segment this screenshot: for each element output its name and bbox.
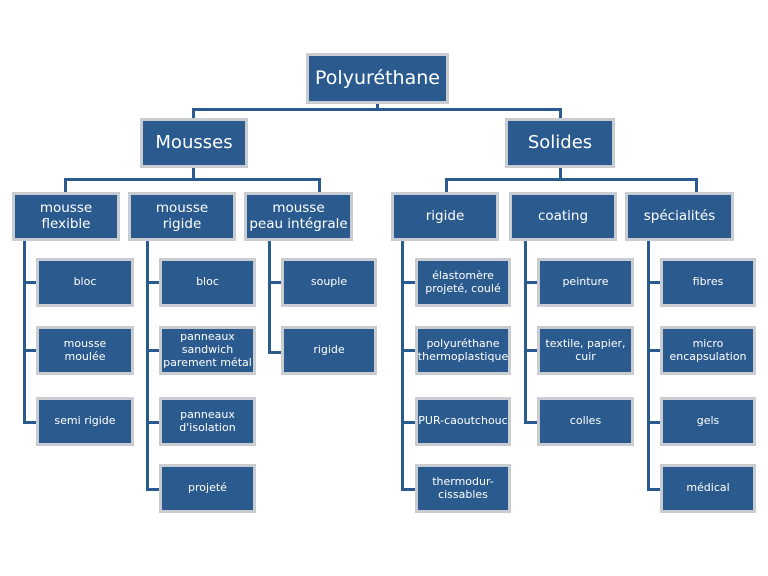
leaf-node: panneaux d'isolation [159, 397, 256, 446]
connector [376, 102, 379, 110]
connector [445, 178, 697, 181]
leaf-node: bloc [159, 258, 256, 307]
leaf-node: thermodur- cissables [415, 464, 511, 513]
connector [647, 238, 650, 490]
connector [559, 166, 562, 180]
leaf-node: mousse moulée [36, 326, 134, 375]
connector [23, 281, 37, 284]
connector [559, 108, 562, 120]
leaf-node: souple [281, 258, 377, 307]
connector [401, 488, 415, 491]
connector [268, 281, 282, 284]
leaf-node: élastomère projeté, coulé [415, 258, 511, 307]
connector [401, 349, 415, 352]
leaf-node: bloc [36, 258, 134, 307]
connector [524, 349, 538, 352]
connector [268, 351, 282, 354]
connector [146, 281, 160, 284]
leaf-node: colles [537, 397, 634, 446]
node-mousse-peau-integrale: mousse peau intégrale [244, 192, 353, 241]
connector [524, 421, 538, 424]
connector [647, 281, 661, 284]
leaf-node: gels [660, 397, 756, 446]
connector [23, 421, 37, 424]
connector [23, 349, 37, 352]
leaf-node: panneaux sandwich parement métal [159, 326, 256, 375]
connector [401, 238, 404, 490]
connector [524, 281, 538, 284]
connector [647, 488, 661, 491]
leaf-node: rigide [281, 326, 377, 375]
leaf-node: fibres [660, 258, 756, 307]
leaf-node: semi rigide [36, 397, 134, 446]
connector [146, 238, 149, 490]
connector [192, 108, 562, 111]
leaf-node: médical [660, 464, 756, 513]
node-mousse-rigide: mousse rigide [128, 192, 236, 241]
leaf-node: textile, papier, cuir [537, 326, 634, 375]
connector [146, 488, 160, 491]
leaf-node: micro encapsulation [660, 326, 756, 375]
connector [64, 178, 67, 194]
connector [192, 108, 195, 120]
connector [23, 238, 26, 423]
leaf-node: projeté [159, 464, 256, 513]
node-mousses: Mousses [140, 118, 248, 168]
connector [64, 178, 320, 181]
node-mousse-flexible: mousse flexible [12, 192, 120, 241]
node-root: Polyuréthane [306, 53, 449, 104]
connector [318, 178, 321, 194]
node-solides: Solides [505, 118, 615, 168]
connector [695, 178, 698, 194]
connector [445, 178, 448, 194]
connector [146, 349, 160, 352]
connector [401, 421, 415, 424]
connector [401, 281, 415, 284]
leaf-node: PUR-caoutchouc [415, 397, 511, 446]
leaf-node: polyuréthane thermoplastique [415, 326, 511, 375]
leaf-node: peinture [537, 258, 634, 307]
connector [647, 421, 661, 424]
node-specialites: spécialités [625, 192, 734, 241]
connector [146, 421, 160, 424]
node-coating: coating [509, 192, 617, 241]
connector [268, 238, 271, 353]
node-solide-rigide: rigide [391, 192, 499, 241]
connector [524, 238, 527, 423]
connector [647, 349, 661, 352]
connector [192, 166, 195, 180]
